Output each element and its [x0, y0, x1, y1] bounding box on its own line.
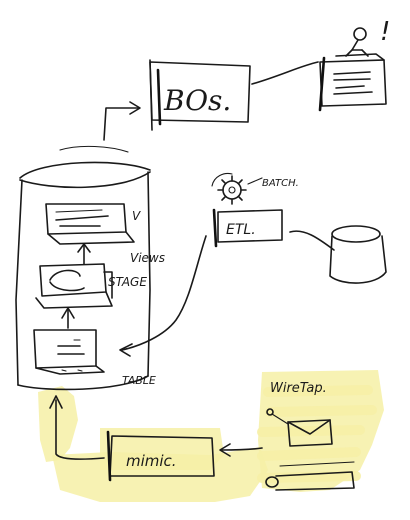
- etl-label: ETL.: [226, 222, 256, 238]
- stage-box: STAGE: [35, 263, 147, 309]
- batch-label: BATCH.: [262, 178, 299, 189]
- views-box: V Views: [45, 203, 165, 265]
- arrow-table-stage-head: [61, 307, 75, 319]
- mimic-label: mimic.: [126, 452, 177, 470]
- bos-label: BOs.: [163, 84, 231, 117]
- bos-box: BOs.: [149, 59, 251, 131]
- highlight-zone: [38, 370, 384, 502]
- arrow-cylinder-bos-head: [129, 101, 141, 115]
- arrow-stage-views-head: [77, 243, 91, 253]
- bos-report-link: [251, 61, 319, 85]
- key-icon: [265, 461, 355, 491]
- views-label: Views: [130, 251, 165, 265]
- table-label: TABLE: [122, 374, 156, 387]
- person-icon: [345, 27, 369, 57]
- mimic-box: mimic.: [106, 430, 215, 482]
- wiretap-label: WireTap.: [270, 381, 327, 396]
- arrow-wiretap-mimic: [221, 447, 263, 451]
- views-v-label: V: [132, 209, 141, 223]
- etl-db-link: [289, 230, 335, 251]
- arrow-etl-table: [121, 235, 207, 351]
- exclaim-mark: !: [380, 17, 390, 47]
- etl-box: ETL.: [212, 208, 283, 248]
- database-icon: [329, 225, 387, 284]
- arrow-mimic-table-head: [49, 395, 63, 409]
- arrow-wiretap-mimic-head: [219, 443, 231, 457]
- report-box: [318, 53, 387, 112]
- arrow-etl-table-head: [119, 343, 133, 357]
- arrow-cylinder-bos: [103, 107, 139, 141]
- gear-icon: [211, 172, 247, 205]
- batch-pointer: [247, 177, 263, 185]
- main-cylinder: [15, 145, 151, 391]
- table-box: TABLE: [33, 329, 156, 387]
- stage-label: STAGE: [108, 275, 147, 289]
- arrow-mimic-table: [55, 399, 105, 460]
- envelope-icon: [266, 408, 333, 447]
